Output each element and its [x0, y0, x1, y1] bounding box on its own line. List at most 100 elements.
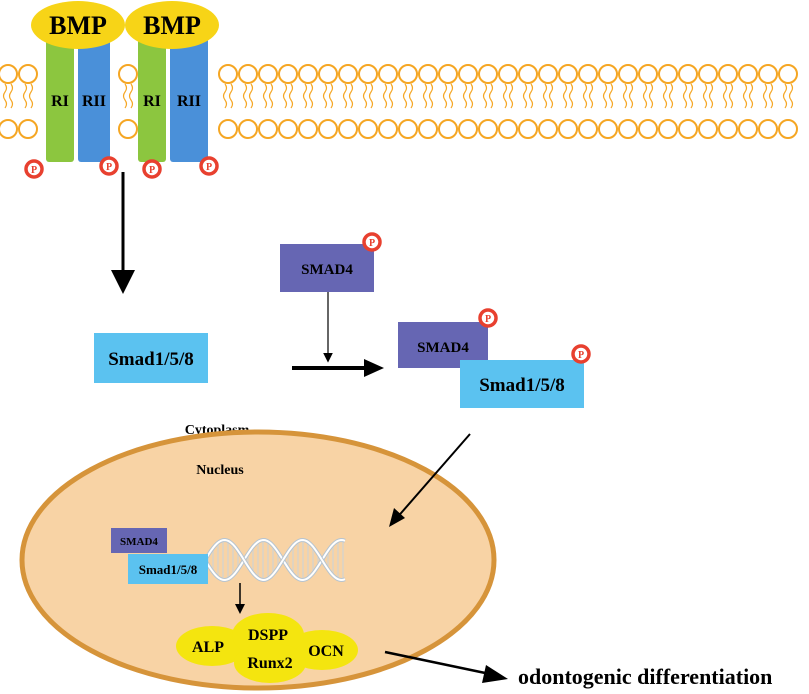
lipid-head: [698, 119, 718, 139]
phospho-label: P: [485, 314, 491, 325]
complex-smad4-label: SMAD4: [417, 340, 469, 356]
complex-formation-arrowhead: [364, 359, 384, 377]
lipid-head: [418, 64, 438, 84]
lipid-head: [638, 64, 658, 84]
differentiation-arrow: [384, 650, 491, 676]
lipid-head: [238, 64, 258, 84]
lipid-head: [258, 64, 278, 84]
lipid-head: [378, 119, 398, 139]
lipid-head: [118, 64, 138, 84]
lipid-head: [338, 64, 358, 84]
gene-alp: [176, 626, 248, 666]
lipid-tail: [382, 83, 394, 109]
lipid-head: [698, 64, 718, 84]
lipid-head: [438, 64, 458, 84]
receptor-ri-2-label: RI: [143, 93, 161, 110]
lipid-tail: [622, 83, 634, 109]
lipid-tail: [462, 83, 474, 109]
phospho-marker: P: [478, 308, 498, 328]
lipid-head: [738, 64, 758, 84]
smad4-box: [280, 244, 374, 292]
lipid-tail: [662, 83, 674, 109]
receptor-rii-2: [170, 38, 208, 162]
phospho-label: P: [31, 165, 37, 176]
receptor-rii-1: [78, 38, 110, 162]
lipid-head: [0, 64, 18, 84]
phospho-marker: P: [142, 159, 162, 179]
lipid-head: [438, 119, 458, 139]
lipid-head: [718, 119, 738, 139]
nuclear-translocation-arrowhead: [389, 508, 405, 527]
receptor-group: RI RII RI RII: [46, 38, 208, 162]
lipid-head: [218, 64, 238, 84]
lipid-head: [398, 64, 418, 84]
lipid-head: [518, 64, 538, 84]
phospho-label: P: [369, 238, 375, 249]
lipid-head: [498, 119, 518, 139]
lipid-head: [478, 64, 498, 84]
lipid-head: [658, 119, 678, 139]
lipid-head: [338, 119, 358, 139]
lipid-tail: [782, 83, 794, 109]
dna-strand: [204, 538, 346, 582]
phospho-marker: P: [362, 232, 382, 252]
nuclear-smad158-label: Smad1/5/8: [139, 562, 198, 577]
lipid-tail: [742, 83, 754, 109]
lipid-head: [318, 119, 338, 139]
receptor-ri-1: [46, 38, 74, 162]
lipid-tail: [242, 83, 254, 109]
gene-runx2: [234, 643, 306, 683]
lipid-tail: [282, 83, 294, 109]
lipid-head: [118, 119, 138, 139]
complex-smad158-label: Smad1/5/8: [479, 375, 565, 396]
lipid-tail: [22, 83, 34, 109]
lipid-tail: [642, 83, 654, 109]
lipid-head: [578, 119, 598, 139]
lipid-head: [538, 64, 558, 84]
lipid-tail: [402, 83, 414, 109]
lipid-tail: [362, 83, 374, 109]
lipid-tail: [122, 83, 134, 109]
target-genes: ALP DSPP Runx2 OCN: [176, 613, 358, 683]
lipid-tail: [422, 83, 434, 109]
lipid-head: [678, 119, 698, 139]
lipid-head: [0, 119, 18, 139]
receptor-rii-1-label: RII: [82, 93, 106, 110]
lipid-head: [498, 64, 518, 84]
nuclear-translocation-arrow: [394, 433, 471, 521]
lipid-head: [378, 64, 398, 84]
lipid-head: [738, 119, 758, 139]
lipid-head: [758, 64, 778, 84]
phospho-label: P: [149, 165, 155, 176]
lipid-head: [258, 119, 278, 139]
gene-runx2-label: Runx2: [247, 655, 292, 672]
lipid-head: [578, 64, 598, 84]
lipid-head: [598, 119, 618, 139]
lipid-tail: [482, 83, 494, 109]
gene-ocn-label: OCN: [308, 643, 344, 660]
lipid-tail: [2, 83, 14, 109]
bmp-ligand-2: [125, 1, 219, 49]
gene-dspp-label: DSPP: [248, 627, 288, 644]
bmp-ligand-1-label: BMP: [49, 11, 107, 40]
dna-helix: [203, 537, 346, 583]
phospho-marker: P: [24, 159, 44, 179]
lipid-head: [678, 64, 698, 84]
lipid-tail: [722, 83, 734, 109]
lipid-head: [398, 119, 418, 139]
receptor-ri-1-label: RI: [51, 93, 69, 110]
lipid-head: [718, 64, 738, 84]
smad158-label: Smad1/5/8: [108, 349, 194, 370]
gene-alp-label: ALP: [192, 639, 224, 656]
lipid-head: [478, 119, 498, 139]
transcription-arrowhead: [235, 604, 245, 614]
lipid-tail: [682, 83, 694, 109]
lipid-head: [638, 119, 658, 139]
receptor-rii-2-label: RII: [177, 93, 201, 110]
bmp-ligand-2-label: BMP: [143, 11, 201, 40]
lipid-head: [618, 119, 638, 139]
lipid-head: [558, 119, 578, 139]
nuclear-smad4-label: SMAD4: [120, 536, 158, 548]
lipid-head: [298, 119, 318, 139]
